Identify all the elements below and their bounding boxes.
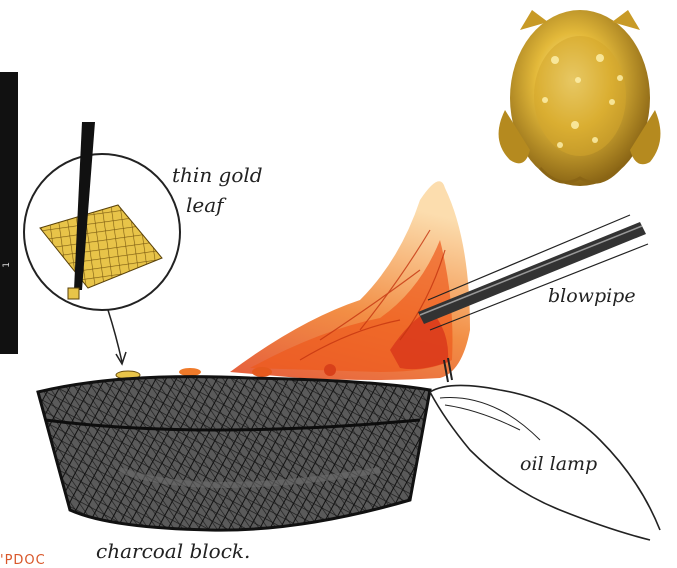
label-oil-lamp: oil lamp xyxy=(520,453,597,475)
label-charcoal-block: charcoal block. xyxy=(96,539,250,563)
flame xyxy=(230,181,470,380)
corner-text: 'PDOC xyxy=(0,553,46,568)
label-blowpipe: blowpipe xyxy=(548,285,636,307)
label-gold-leaf-line2: leaf xyxy=(186,193,227,217)
side-bar: 1 xyxy=(0,72,18,354)
label-gold-leaf-line1: thin gold xyxy=(172,163,263,187)
magnifier-circle xyxy=(24,122,180,364)
side-bar-text: 1 xyxy=(2,262,16,268)
gold-frog-figurine xyxy=(499,10,661,186)
oil-lamp xyxy=(430,358,660,540)
charcoal-block xyxy=(38,377,430,531)
